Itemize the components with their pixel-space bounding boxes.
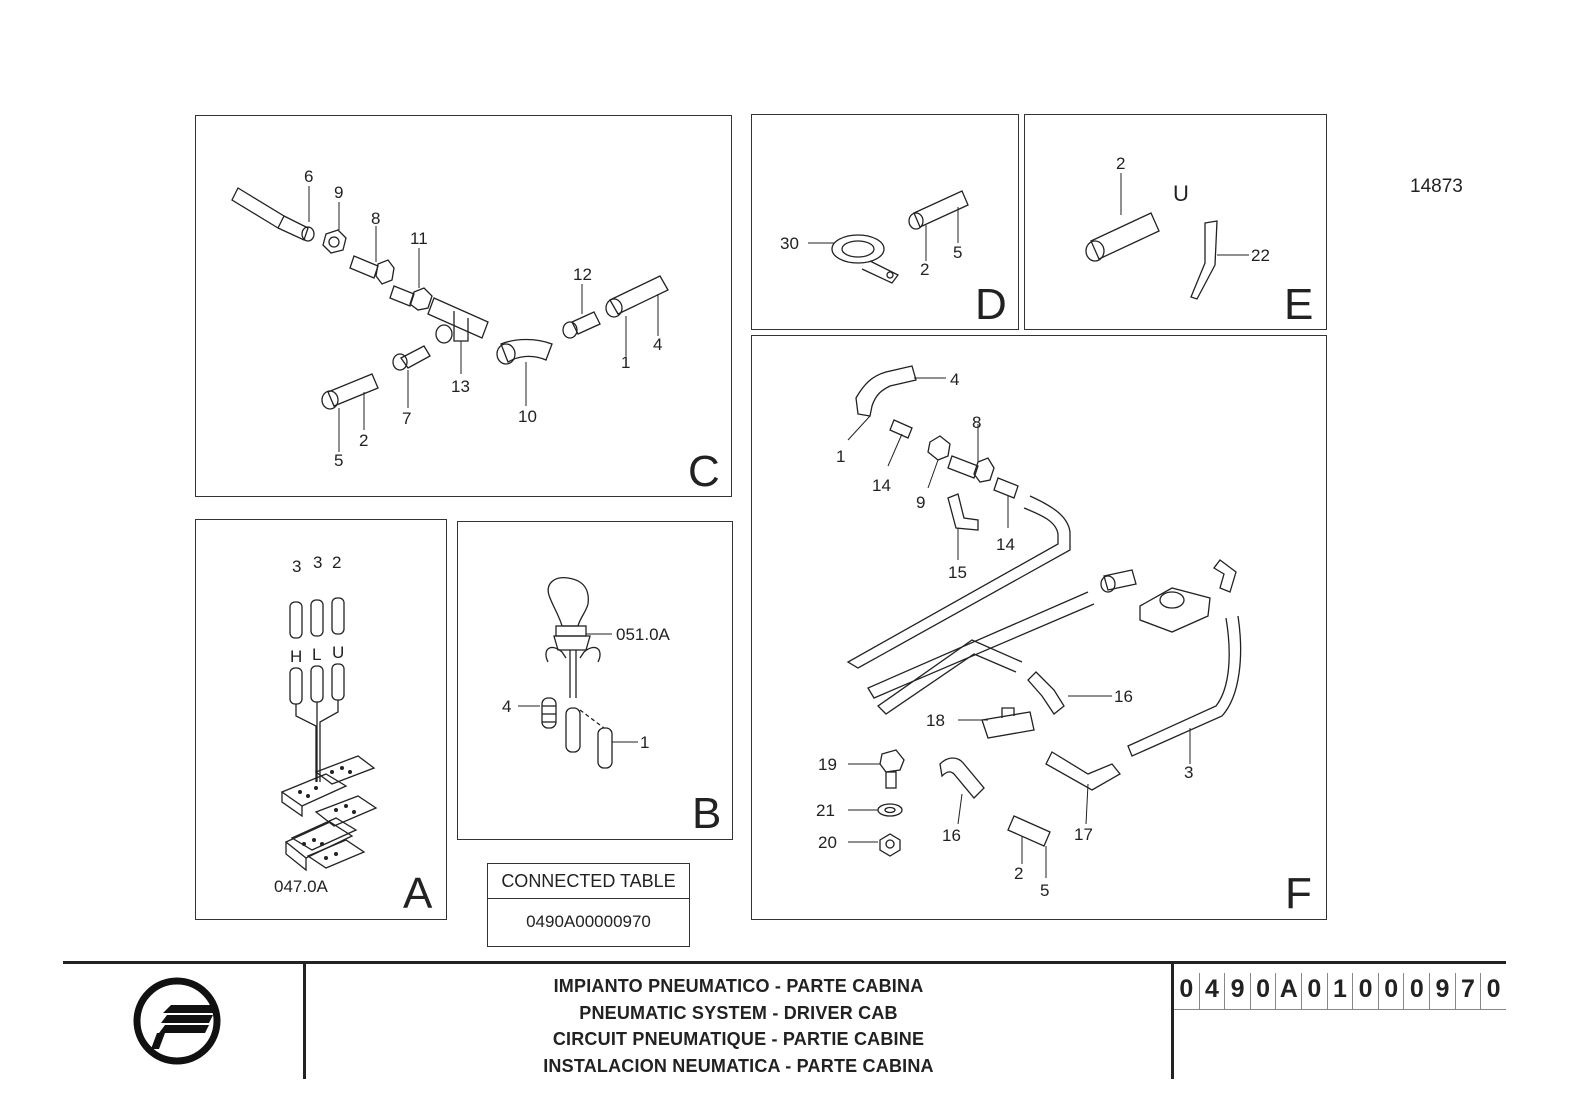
callout-11: 11 [410,229,428,248]
callout-2: 2 [332,553,341,572]
wire-label-u: U [332,643,344,662]
callout-3a: 3 [292,557,301,576]
code-char: 1 [1328,973,1354,1009]
code-char: 4 [1200,973,1226,1009]
callout-22: 22 [1251,246,1270,265]
panel-c: 6 9 8 11 12 1 4 13 7 10 5 2 C [195,115,732,497]
panel-letter-c: C [688,447,720,496]
panel-a-drawing: 3 3 2 H L U 047.0A [274,553,378,896]
callout-13: 13 [451,377,470,396]
callout-14b: 14 [996,535,1015,554]
callout-2: 2 [1014,864,1023,883]
hose-sleeve-icon [231,187,285,229]
panel-b: 051.0A 4 1 B [457,521,733,840]
panel-f: 4 8 1 14 9 14 15 16 18 19 21 20 16 17 3 … [751,335,1327,920]
panel-letter-f: F [1285,869,1312,918]
callout-15: 15 [948,563,967,582]
panel-b-drawing: 051.0A 4 1 [502,577,671,769]
wire-label-l: L [312,645,321,664]
callout-4: 4 [653,335,662,354]
panel-d-drawing: 30 2 5 [780,190,969,284]
title-lines: IMPIANTO PNEUMATICO - PARTE CABINA PNEUM… [306,973,1171,1079]
title-italian: IMPIANTO PNEUMATICO - PARTE CABINA [553,976,924,996]
code-char: 0 [1486,975,1501,1003]
callout-6: 6 [304,167,313,186]
callout-19: 19 [818,755,837,774]
panel-f-drawing: 4 8 1 14 9 14 15 16 18 19 21 20 16 17 3 … [816,365,1242,900]
panel-letter-b: B [692,789,722,838]
callout-7: 7 [402,409,411,428]
code-char: 9 [1430,973,1456,1009]
callout-4: 4 [502,697,511,716]
callout-8: 8 [371,209,380,228]
code-char: A [1276,973,1303,1009]
part-code: 0 4 9 0 A 0 1 0 0 0 9 7 0 [1174,973,1506,1010]
callout-5: 5 [334,451,343,470]
callout-3b: 3 [313,553,322,572]
connected-table-value[interactable]: 0490A00000970 [526,912,651,931]
callout-9: 9 [916,493,925,512]
callout-1: 1 [836,447,845,466]
brand-logo-icon [133,977,221,1065]
callout-1: 1 [640,733,649,752]
title-block-separator-left [303,961,306,1079]
callout-10: 10 [518,407,537,426]
panel-c-drawing: 6 9 8 11 12 1 4 13 7 10 5 2 [231,167,669,470]
callout-8: 8 [972,413,981,432]
callout-18: 18 [926,711,945,730]
title-french: CIRCUIT PNEUMATIQUE - PARTIE CABINE [552,1029,925,1049]
panel-e-drawing: 2 U 22 [1085,154,1270,300]
wire-label-h: H [290,647,302,666]
panel-letter-a: A [403,869,433,918]
drawing-number: 14873 [1410,176,1463,197]
callout-30: 30 [780,234,799,253]
callout-12: 12 [573,265,592,284]
callout-2: 2 [920,260,929,279]
callout-051-0a: 051.0A [616,625,671,644]
panel-letter-d: D [975,280,1007,329]
title-block-separator-right [1171,961,1174,1079]
callout-5: 5 [953,243,962,262]
callout-5: 5 [1040,881,1049,900]
connected-table: CONNECTED TABLE 0490A00000970 [487,863,690,947]
code-char: 0 [1404,973,1431,1009]
callout-047-0a: 047.0A [274,877,329,896]
callout-1: 1 [621,353,630,372]
title-english: PNEUMATIC SYSTEM - DRIVER CAB [579,1002,898,1023]
code-char: 7 [1456,973,1482,1009]
callout-2: 2 [359,431,368,450]
material-u: U [1173,181,1189,206]
code-char: 0 [1353,973,1379,1009]
code-char: 0 [1302,973,1328,1009]
code-char: 0 [1174,973,1200,1009]
code-char: 0 [1379,973,1405,1009]
callout-14a: 14 [872,476,891,495]
callout-17: 17 [1074,825,1093,844]
connected-table-header: CONNECTED TABLE [488,864,689,899]
panel-letter-e: E [1284,280,1314,329]
panel-e: 2 U 22 E [1024,114,1327,330]
callout-16b: 16 [942,826,961,845]
callout-20: 20 [818,833,837,852]
callout-16a: 16 [1114,687,1133,706]
title-block: IMPIANTO PNEUMATICO - PARTE CABINA PNEUM… [63,961,1506,1116]
callout-9: 9 [334,183,343,202]
title-block-divider [63,961,1506,964]
panel-d: 30 2 5 D [751,114,1019,330]
callout-4: 4 [950,370,959,389]
callout-2: 2 [1116,154,1125,173]
callout-3: 3 [1184,763,1193,782]
panel-a: 3 3 2 H L U 047.0A A [195,519,447,920]
code-char: 9 [1225,973,1251,1009]
code-char: 0 [1251,973,1277,1009]
gear-knob-icon [547,577,589,627]
title-spanish: INSTALACION NEUMATICA - PARTE CABINA [543,1055,934,1076]
callout-21: 21 [816,801,835,820]
